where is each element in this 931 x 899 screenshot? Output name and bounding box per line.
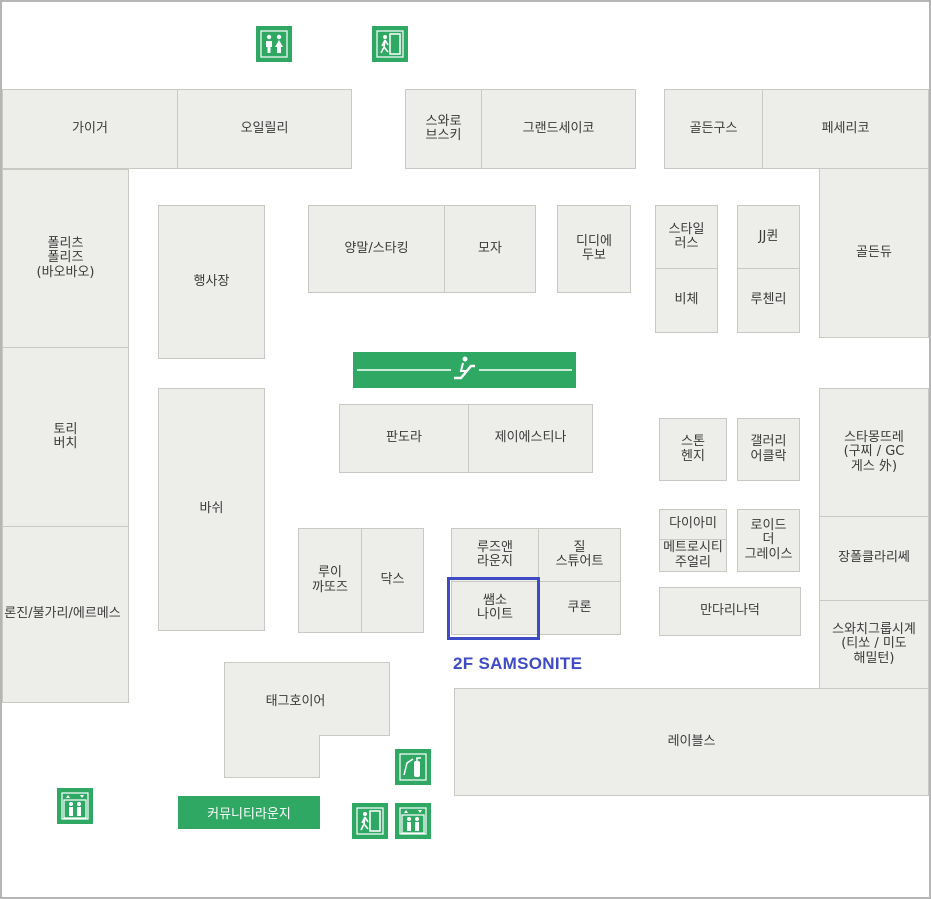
store-label: 페세리코 [821, 120, 870, 136]
store-label: 스타몽뜨레 (구찌 / GC 게스 外) [843, 430, 905, 474]
store-golden-dew[interactable]: 골든듀 [819, 168, 929, 338]
store-tory-burch[interactable]: 토리 버치 [2, 347, 129, 527]
store-label: 만다리나덕 [700, 603, 760, 619]
store-fesselico[interactable]: 페세리코 [762, 89, 929, 169]
fire-extinguisher-icon[interactable] [395, 749, 431, 785]
emergency-exit-icon[interactable] [372, 26, 408, 62]
store-event-hall[interactable]: 행사장 [158, 205, 265, 359]
store-metro-city[interactable]: 메트로시티 주얼리 [659, 539, 727, 572]
store-label: 토리 버치 [53, 421, 78, 451]
store-label: 가이거 [72, 120, 108, 136]
store-louis-quatorze[interactable]: 루이 까또즈 [298, 528, 362, 633]
elevator-icon [61, 792, 89, 820]
store-loyd[interactable]: 로이드 더 그레이스 [737, 509, 800, 572]
store-socks-stocking[interactable]: 양말/스타킹 [308, 205, 445, 293]
store-label: 스톤 헨지 [681, 434, 705, 464]
store-style-rus[interactable]: 스타일 러스 [655, 205, 718, 269]
store-hats[interactable]: 모자 [444, 205, 536, 293]
emergency-exit-icon [356, 807, 384, 835]
restroom-icon [260, 30, 288, 58]
store-golden-goose[interactable]: 골든구스 [664, 89, 763, 169]
restroom-icon[interactable] [256, 26, 292, 62]
store-stone-henge[interactable]: 스톤 헨지 [659, 418, 727, 481]
store-label: 모자 [478, 240, 502, 256]
store-label: 디디에 두보 [576, 233, 612, 263]
store-label: 루이 까또즈 [312, 565, 348, 595]
store-label: 태그호이어 [265, 694, 326, 709]
store-luchenri[interactable]: 루첸리 [737, 268, 800, 333]
store-label: 쌤소 나이트 [477, 592, 513, 622]
store-label: 판도라 [386, 430, 422, 446]
store-label: 골든듀 [856, 244, 892, 260]
store-label: 제이에스티나 [494, 430, 567, 446]
store-police[interactable]: 폴리츠 폴리즈 (바오바오) [2, 169, 129, 348]
store-samsonite[interactable]: 쌤소 나이트 [451, 581, 539, 635]
store-jj-queen[interactable]: JJ퀸 [737, 205, 800, 269]
store-swarovski[interactable]: 스와로 브스키 [405, 89, 482, 169]
store-label: 레이블스 [667, 733, 716, 749]
store-label: 닥스 [380, 572, 405, 588]
store-gallery-oclock[interactable]: 갤러리 어클락 [737, 418, 800, 481]
store-label: 루즈앤 라운지 [477, 539, 513, 569]
store-label: 스와로 브스키 [425, 113, 462, 143]
store-label: 행사장 [193, 273, 230, 289]
store-label: 로이드 더 그레이스 [744, 518, 793, 562]
store-jangpol[interactable]: 장폴클라리쎄 [819, 516, 929, 601]
escalator[interactable] [353, 352, 576, 388]
store-label: 론진/불가리/에르메스 [4, 606, 121, 622]
store-label: 루첸리 [750, 292, 787, 308]
store-label: 바쉬 [199, 501, 224, 517]
store-label: 폴리츠 폴리즈 (바오바오) [36, 236, 95, 280]
escalator-icon [357, 356, 572, 380]
store-swatch-group[interactable]: 스와치그룹시계 (티쏘 / 미도 해밀턴) [819, 600, 929, 689]
emergency-exit-icon [376, 30, 404, 58]
store-pandora[interactable]: 판도라 [339, 404, 469, 473]
elevator-icon[interactable] [395, 803, 431, 839]
store-label: 스와치그룹시계 (티쏘 / 미도 해밀턴) [832, 622, 916, 666]
store-label: 다이아미 [669, 516, 717, 532]
store-label: 장폴클라리쎄 [838, 550, 910, 566]
store-grand-seiko[interactable]: 그랜드세이코 [481, 89, 636, 169]
store-didier-dubot[interactable]: 디디에 두보 [557, 205, 631, 293]
store-jill-stuart[interactable]: 질 스튜어트 [538, 528, 621, 582]
store-tag-heuer-shape[interactable] [224, 662, 391, 779]
store-label: 오일릴리 [240, 120, 289, 136]
store-label: 골든구스 [689, 120, 738, 136]
store-bash[interactable]: 바쉬 [158, 388, 265, 631]
store-label: JJ퀸 [758, 228, 779, 244]
store-label: 스타일 러스 [668, 221, 705, 251]
elevator-icon [399, 807, 427, 835]
highlight-label: 2F SAMSONITE [453, 654, 583, 673]
store-mandarina-duck[interactable]: 만다리나덕 [659, 587, 801, 636]
store-label: 메트로시티 주얼리 [663, 540, 723, 570]
store-label: 양말/스타킹 [344, 240, 409, 256]
store-label: 쿠론 [567, 599, 592, 615]
emergency-exit-icon[interactable] [352, 803, 388, 839]
store-gaiger[interactable]: 가이거 [2, 89, 178, 169]
store-daks[interactable]: 닥스 [361, 528, 424, 633]
store-biche[interactable]: 비체 [655, 268, 718, 333]
elevator-icon[interactable] [57, 788, 93, 824]
store-label: 커뮤니티라운지 [207, 807, 291, 822]
store-rayboles[interactable]: 레이블스 [454, 688, 929, 796]
store-tag-heuer[interactable]: 태그호이어 [224, 690, 367, 709]
store-jestina[interactable]: 제이에스티나 [468, 404, 593, 473]
store-diamimi[interactable]: 다이아미 [659, 509, 727, 540]
store-longines[interactable]: 론진/불가리/에르메스 [2, 526, 129, 703]
store-community-lounge[interactable]: 커뮤니티라운지 [178, 796, 320, 829]
store-montblanc[interactable]: 스타몽뜨레 (구찌 / GC 게스 外) [819, 388, 929, 517]
store-label: 그랜드세이코 [522, 120, 595, 136]
store-loose-and-lounge[interactable]: 루즈앤 라운지 [451, 528, 539, 582]
store-label: 질 스튜어트 [555, 539, 604, 569]
store-oilily[interactable]: 오일릴리 [177, 89, 352, 169]
store-label: 비체 [674, 292, 699, 308]
store-label: 갤러리 어클락 [750, 434, 787, 464]
store-kuhn[interactable]: 쿠론 [538, 581, 621, 635]
fire-extinguisher-icon [399, 753, 427, 781]
